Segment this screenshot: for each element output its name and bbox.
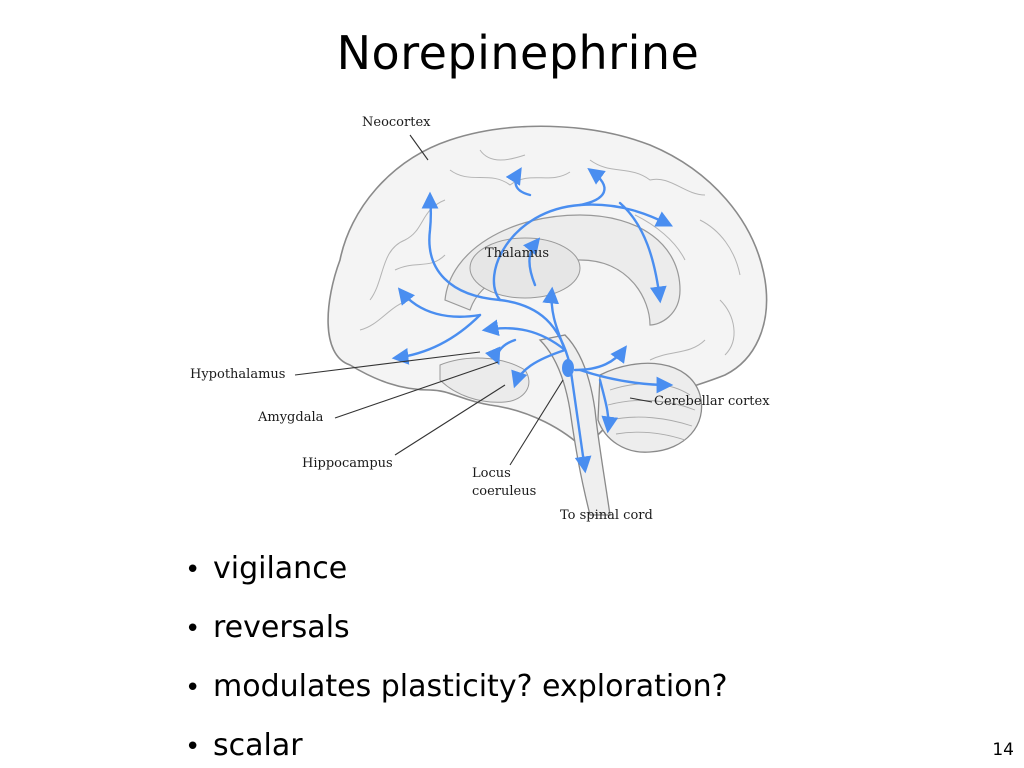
bullet-item: •scalar bbox=[185, 717, 728, 768]
slide-title: Norepinephrine bbox=[336, 26, 700, 80]
label-hippocampus: Hippocampus bbox=[302, 456, 393, 471]
locus-coeruleus-marker bbox=[562, 359, 574, 377]
label-cerebellar-cortex: Cerebellar cortex bbox=[654, 394, 770, 409]
temporal-region bbox=[439, 357, 530, 403]
bullet-dot: • bbox=[185, 732, 201, 762]
label-locus-line2: coeruleus bbox=[472, 484, 536, 499]
noradrenergic-pathways bbox=[391, 167, 674, 474]
bullet-item: •vigilance bbox=[185, 540, 728, 599]
bullet-dot: • bbox=[185, 555, 201, 585]
bullet-item: •reversals bbox=[185, 599, 728, 658]
cerebellum bbox=[597, 362, 703, 453]
bullet-item: •modulates plasticity? exploration? bbox=[185, 658, 728, 717]
label-amygdala: Amygdala bbox=[257, 410, 324, 425]
bullet-list: •vigilance •reversals •modulates plastic… bbox=[185, 540, 728, 768]
label-thalamus: Thalamus bbox=[485, 246, 549, 261]
bullet-dot: • bbox=[185, 673, 201, 703]
label-neocortex: Neocortex bbox=[362, 115, 431, 130]
leader-lines bbox=[294, 134, 653, 466]
cerebellum-folia bbox=[607, 383, 696, 441]
page-number: 14 bbox=[992, 740, 1014, 760]
label-hypothalamus: Hypothalamus bbox=[190, 367, 285, 382]
label-locus-line1: Locus bbox=[472, 466, 511, 481]
bullet-dot: • bbox=[185, 614, 201, 644]
label-spinal-cord: To spinal cord bbox=[560, 508, 653, 523]
brainstem bbox=[538, 334, 611, 516]
brain-diagram: Neocortex Thalamus Hypothalamus Amygdala… bbox=[180, 100, 780, 530]
